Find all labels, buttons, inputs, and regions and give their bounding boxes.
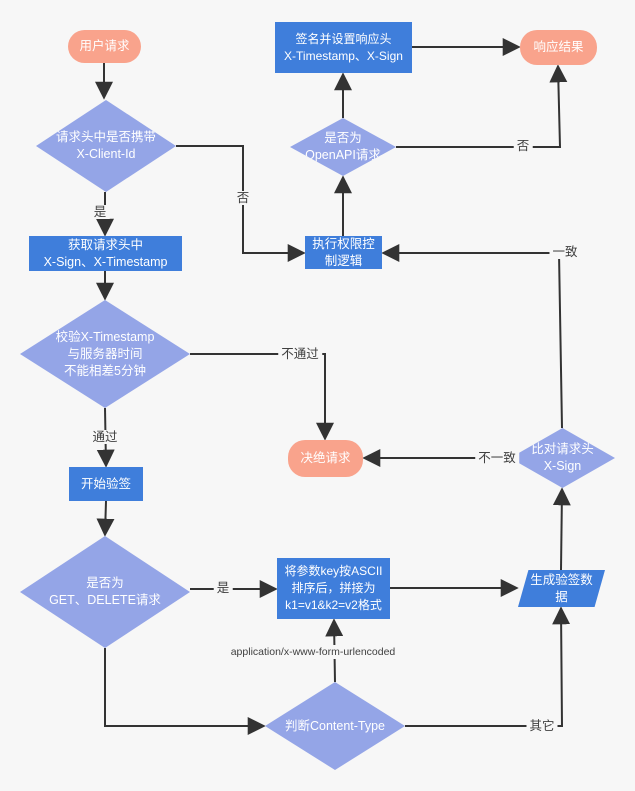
- connector-gensign-to-comparesign: [552, 487, 571, 571]
- node-response-result: 响应结果: [520, 30, 597, 65]
- node-generate-sign-data-label: 生成验签数 据: [530, 572, 593, 604]
- node-exec-auth-logic: 执行权限控 制逻辑: [305, 236, 382, 269]
- edge-label-yes-method: 是: [213, 581, 233, 595]
- node-sign-response: 签名并设置响应头 X-Timestamp、X-Sign: [275, 22, 412, 73]
- node-reject-request-label: 决绝请求: [300, 451, 351, 465]
- edge-label-yes-clientid: 是: [90, 205, 110, 219]
- connector-contenttype-other: [405, 606, 571, 727]
- edge-label-match: 一致: [549, 245, 581, 259]
- edge-label-no-clientid: 否: [233, 191, 253, 205]
- edge-label-no-openapi: 否: [513, 139, 533, 153]
- node-get-headers: 获取请求头中 X-Sign、X-Timestamp: [29, 236, 182, 271]
- node-check-openapi-label: 是否为 OpenAPI请求: [305, 131, 381, 162]
- connector-openapi-no: [396, 64, 568, 148]
- connector-comparesign-match: [381, 244, 563, 429]
- node-user-request-label: 用户请求: [79, 39, 130, 53]
- node-start-verify-label: 开始验签: [80, 476, 131, 491]
- node-reject-request: 决绝请求: [288, 440, 363, 477]
- node-sort-params-label: 将参数key按ASCII 排序后，拼接为 k1=v1&k2=v2格式: [284, 564, 383, 612]
- node-compare-sign-label: 比对请求头 X-Sign: [531, 442, 594, 473]
- edge-label-fail: 不通过: [278, 347, 322, 361]
- node-check-timestamp-label: 校验X-Timestamp 与服务器时间 不能相差5分钟: [55, 329, 155, 378]
- edge-label-mismatch: 不一致: [475, 451, 519, 465]
- node-check-method-label: 是否为 GET、DELETE请求: [49, 576, 161, 607]
- edge-label-form-urlencoded: application/x-www-form-urlencoded: [227, 645, 399, 659]
- connector-startverify-to-method: [96, 500, 115, 537]
- connector-method-to-contenttype: [104, 648, 266, 735]
- node-sign-response-label: 签名并设置响应头 X-Timestamp、X-Sign: [284, 31, 403, 63]
- node-generate-sign-data: 生成验签数 据: [518, 570, 605, 607]
- node-response-result-label: 响应结果: [533, 40, 584, 54]
- connector-timestamp-fail: [190, 353, 334, 441]
- node-check-client-id-label: 请求头中是否携带 X-Client-Id: [55, 130, 156, 161]
- node-user-request: 用户请求: [68, 30, 141, 63]
- node-start-verify: 开始验签: [69, 467, 143, 501]
- node-exec-auth-logic-label: 执行权限控 制逻辑: [312, 236, 375, 268]
- node-sort-params: 将参数key按ASCII 排序后，拼接为 k1=v1&k2=v2格式: [277, 558, 390, 619]
- node-get-headers-label: 获取请求头中 X-Sign、X-Timestamp: [43, 237, 168, 269]
- edge-label-other: 其它: [526, 719, 558, 733]
- edge-label-pass: 通过: [89, 430, 121, 444]
- node-check-content-type-label: 判断Content-Type: [284, 718, 386, 733]
